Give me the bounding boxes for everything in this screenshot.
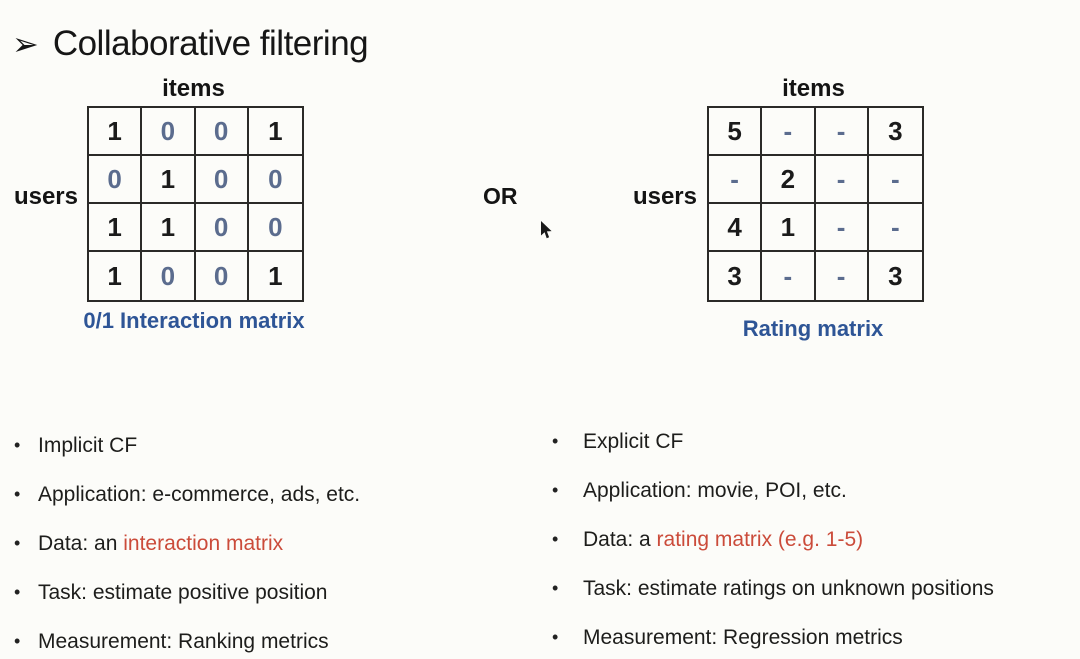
- slide-title-row: ➢ Collaborative filtering: [12, 24, 369, 64]
- matrix-cell: 0: [195, 204, 249, 252]
- rating-matrix: 5 - - 3 - 2 - - 4 1 - - 3 - - 3: [707, 106, 924, 302]
- matrix-cell: 0: [142, 252, 196, 300]
- matrix-cell: 3: [709, 252, 763, 300]
- bullet-dot-icon: •: [552, 578, 559, 598]
- matrix-cell: 0: [196, 252, 249, 300]
- matrix-cell: 1: [268, 260, 283, 291]
- matrix-cell: 0: [142, 108, 196, 156]
- mouse-cursor-icon: [540, 221, 554, 246]
- bullet-dot-icon: •: [14, 582, 21, 602]
- interaction-matrix: 1 0 0 1 0 1 0 0 1 1 0 0 1 0 0 1: [87, 106, 304, 302]
- matrix-cell: 1: [142, 156, 196, 204]
- matrix-cell: -: [762, 108, 816, 156]
- list-item: • Application: e-commerce, ads, etc.: [14, 483, 361, 506]
- bullet-dot-icon: •: [14, 435, 21, 455]
- bullet-dot-icon: •: [552, 480, 559, 500]
- matrix-cell: 0: [248, 156, 302, 204]
- matrix-cell: -: [868, 204, 922, 252]
- matrix-cell: -: [815, 204, 869, 252]
- matrix-cell: 1: [89, 252, 143, 300]
- list-item: • Data: an interaction matrix: [14, 532, 284, 555]
- bullet-dot-icon: •: [14, 484, 21, 504]
- matrix-cell: -: [868, 156, 922, 204]
- matrix-cell: 4: [709, 204, 763, 252]
- matrix-cell: 0: [195, 108, 249, 156]
- left-items-label: items: [162, 75, 225, 102]
- matrix-cell: 2: [762, 156, 816, 204]
- list-item: • Data: a rating matrix (e.g. 1-5): [552, 528, 864, 551]
- matrix-cell: -: [762, 252, 816, 300]
- matrix-cell: 0: [195, 156, 249, 204]
- or-label: OR: [483, 183, 518, 209]
- list-item: • Task: estimate ratings on unknown posi…: [552, 577, 994, 600]
- explicit-cf-bullet-list: • Explicit CF • Application: movie, POI,…: [552, 428, 1080, 659]
- list-item: • Measurement: Regression metrics: [552, 626, 903, 649]
- rating-matrix-caption: Rating matrix: [742, 316, 884, 341]
- right-users-label: users: [632, 183, 697, 210]
- interaction-matrix-caption: 0/1 Interaction matrix: [83, 308, 305, 333]
- bullet-dot-icon: •: [552, 529, 559, 549]
- implicit-cf-bullet-list: • Implicit CF • Application: e-commerce,…: [14, 432, 514, 659]
- bullet-dot-icon: •: [552, 431, 559, 451]
- list-item: • Implicit CF: [14, 434, 138, 457]
- matrix-cell: 1: [142, 204, 196, 252]
- left-users-label: users: [13, 183, 78, 210]
- matrix-cell: 1: [248, 108, 302, 156]
- list-item: • Application: movie, POI, etc.: [552, 479, 847, 502]
- matrix-cell: 3: [868, 108, 922, 156]
- list-item: • Explicit CF: [552, 430, 684, 453]
- matrix-cell: -: [815, 108, 869, 156]
- matrix-cell: 5: [709, 108, 763, 156]
- list-item: • Measurement: Ranking metrics: [14, 630, 329, 653]
- matrix-cell: 0: [89, 156, 143, 204]
- arrowhead-bullet-icon: ➢: [12, 26, 39, 62]
- matrix-cell: -: [709, 156, 763, 204]
- matrix-cell: 1: [89, 204, 143, 252]
- matrix-cell: -: [816, 252, 869, 300]
- bullet-dot-icon: •: [14, 533, 21, 553]
- matrix-cell: 1: [762, 204, 816, 252]
- bullet-dot-icon: •: [14, 631, 21, 651]
- matrix-cell: 1: [89, 108, 143, 156]
- right-items-label: items: [782, 75, 845, 102]
- bullet-dot-icon: •: [552, 627, 559, 647]
- list-item: • Task: estimate positive position: [14, 581, 328, 604]
- matrix-cell: 3: [888, 260, 903, 291]
- page-title: Collaborative filtering: [52, 24, 369, 63]
- matrix-cell: 0: [248, 204, 302, 252]
- matrix-cell: -: [815, 156, 869, 204]
